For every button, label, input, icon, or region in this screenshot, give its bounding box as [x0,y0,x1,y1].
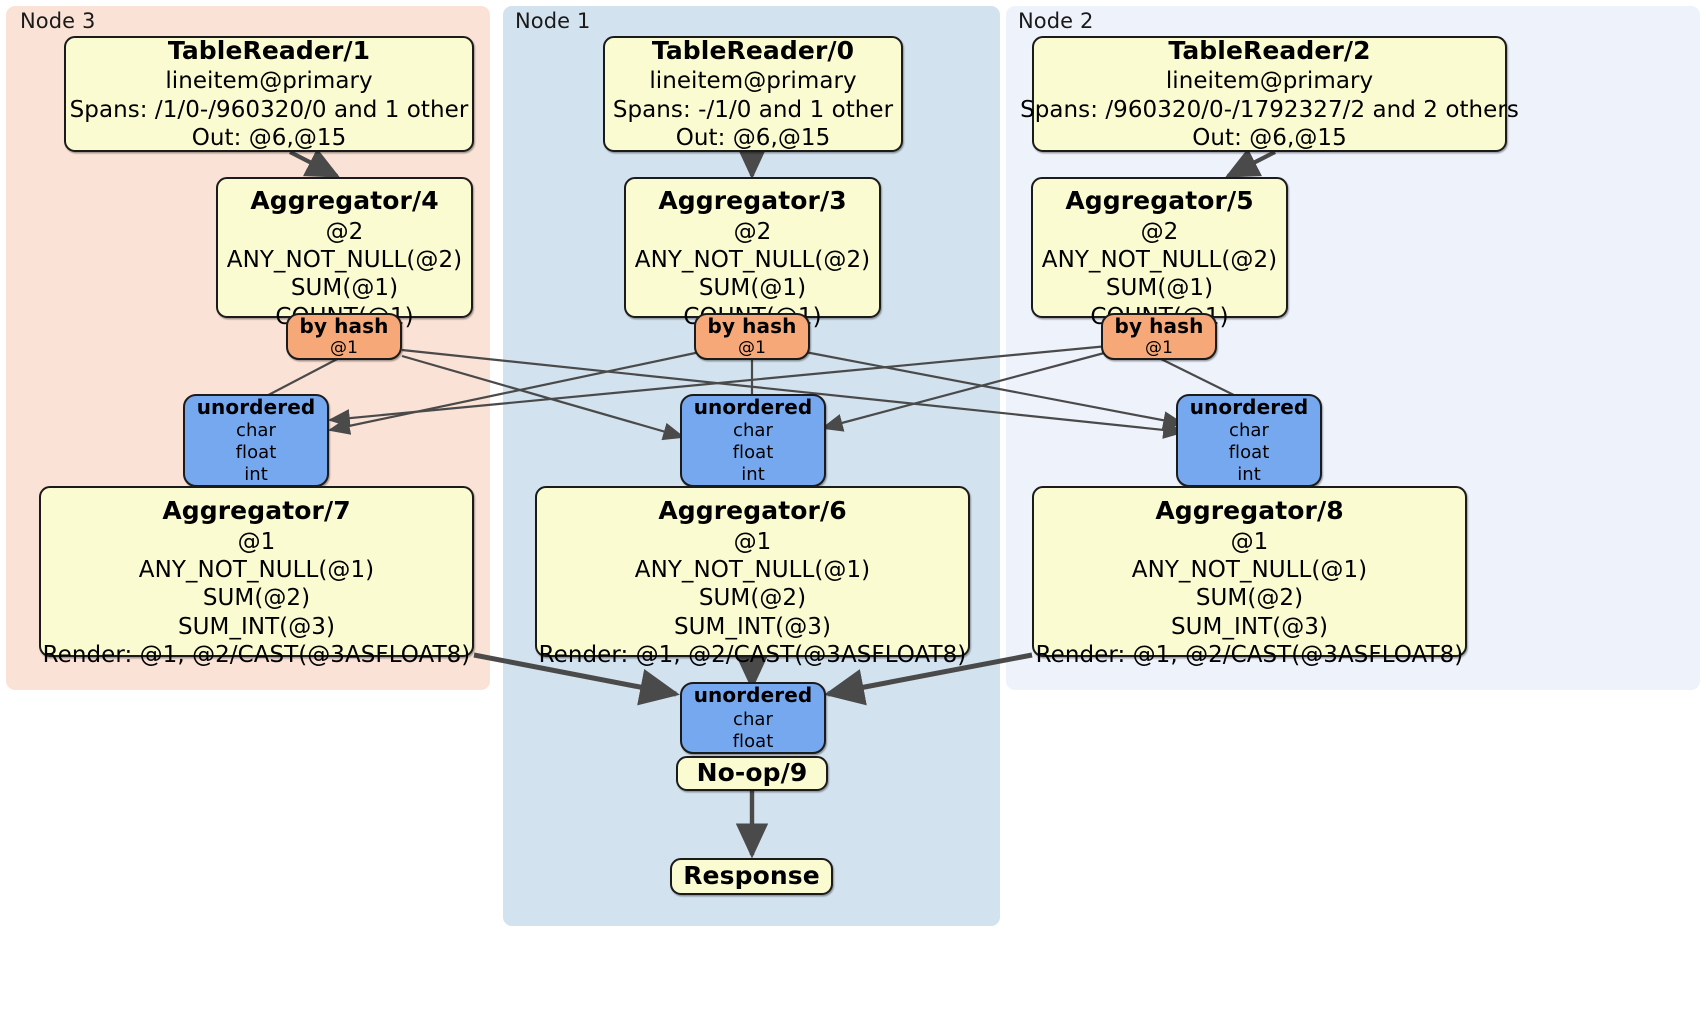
router-by-hash-left[interactable]: by hash @1 [286,313,402,360]
router-title: by hash [299,313,389,338]
router-title: unordered [693,683,813,708]
processor-line: @1 [1230,528,1269,555]
processor-title: Aggregator/8 [1155,496,1344,525]
processor-line: Render: @1, @2/CAST(@3ASFLOAT8) [42,641,471,668]
processor-title: TableReader/2 [1168,35,1371,65]
router-line: char [733,420,773,442]
router-title: by hash [707,313,797,338]
processor-line: Spans: /1/0-/960320/0 and 1 other [69,96,469,123]
processor-line: @1 [733,528,772,555]
processor-line: lineitem@primary [649,68,857,95]
processor-line: SUM(@2) [202,585,311,612]
router-line: float [732,442,774,464]
processor-line: ANY_NOT_NULL(@1) [1131,557,1368,584]
processor-line: SUM_INT(@3) [1171,613,1328,640]
processor-title: TableReader/1 [167,35,371,65]
processor-aggregator-8[interactable]: Aggregator/8 @1 ANY_NOT_NULL(@1) SUM(@2)… [1032,486,1467,668]
processor-line: ANY_NOT_NULL(@2) [634,247,871,274]
processor-title: No-op/9 [696,757,808,787]
processor-line: Spans: /960320/0-/1792327/2 and 2 others [1020,96,1519,123]
processor-line: SUM(@2) [1195,585,1304,612]
router-unordered-final[interactable]: unordered char float [680,682,826,754]
processor-line: Spans: -/1/0 and 1 other [612,96,894,123]
processor-line: @1 [237,528,276,555]
router-title: unordered [1189,394,1309,419]
processor-line: ANY_NOT_NULL(@1) [138,557,375,584]
panel-node-3-label: Node 3 [20,9,96,33]
processor-aggregator-7[interactable]: Aggregator/7 @1 ANY_NOT_NULL(@1) SUM(@2)… [39,486,474,668]
processor-line: lineitem@primary [165,68,373,95]
processor-aggregator-4[interactable]: Aggregator/4 @2 ANY_NOT_NULL(@2) SUM(@1)… [216,177,473,330]
router-unordered-center[interactable]: unordered char float int [680,394,826,487]
router-title: by hash [1114,313,1204,338]
processor-aggregator-3[interactable]: Aggregator/3 @2 ANY_NOT_NULL(@2) SUM(@1)… [624,177,881,330]
processor-line: SUM(@1) [698,275,807,302]
router-by-hash-center[interactable]: by hash @1 [694,313,810,360]
processor-line: ANY_NOT_NULL(@2) [1041,247,1278,274]
processor-line: SUM_INT(@3) [178,613,335,640]
processor-line: Out: @6,@15 [191,125,347,152]
processor-tablereader-1[interactable]: TableReader/1 lineitem@primary Spans: /1… [64,36,474,152]
processor-line: Out: @6,@15 [1192,125,1347,152]
processor-tablereader-2[interactable]: TableReader/2 lineitem@primary Spans: /9… [1020,35,1519,152]
router-line: int [741,464,765,486]
processor-line: Render: @1, @2/CAST(@3ASFLOAT8) [1035,641,1464,668]
processor-line: ANY_NOT_NULL(@2) [226,247,463,274]
processor-response[interactable]: Response [670,858,833,895]
processor-line: @2 [325,218,364,245]
router-line: float [235,442,277,464]
router-unordered-right[interactable]: unordered char float int [1176,394,1322,487]
processor-aggregator-5[interactable]: Aggregator/5 @2 ANY_NOT_NULL(@2) SUM(@1)… [1031,177,1288,330]
router-line: float [1228,442,1270,464]
processor-line: @2 [733,218,772,245]
processor-title: Aggregator/5 [1065,186,1254,215]
processor-title: Aggregator/3 [658,186,847,215]
router-title: unordered [693,394,813,419]
router-line: float [732,730,774,752]
router-unordered-left[interactable]: unordered char float int [183,394,329,487]
processor-title: Aggregator/6 [658,496,847,525]
processor-title: TableReader/0 [651,35,855,65]
processor-line: ANY_NOT_NULL(@1) [634,557,871,584]
router-line: char [733,708,773,730]
router-line: @1 [1145,338,1173,359]
processor-title: Aggregator/4 [250,186,439,215]
processor-line: SUM(@1) [1105,275,1214,302]
router-line: int [1237,464,1261,486]
processor-aggregator-6[interactable]: Aggregator/6 @1 ANY_NOT_NULL(@1) SUM(@2)… [535,486,970,668]
processor-title: Response [683,860,820,890]
router-by-hash-right[interactable]: by hash @1 [1101,313,1217,360]
router-line: int [244,464,268,486]
processor-tablereader-0[interactable]: TableReader/0 lineitem@primary Spans: -/… [603,36,903,152]
panel-node-2-label: Node 2 [1018,9,1094,33]
processor-line: SUM_INT(@3) [674,613,831,640]
router-title: unordered [196,394,316,419]
router-line: char [1229,420,1269,442]
processor-line: SUM(@1) [290,275,399,302]
processor-line: Out: @6,@15 [675,125,831,152]
router-line: char [236,420,276,442]
router-line: @1 [330,338,358,359]
processor-line: @2 [1140,218,1179,245]
processor-noop-9[interactable]: No-op/9 [676,756,828,791]
processor-title: Aggregator/7 [162,496,351,525]
panel-node-1-label: Node 1 [515,9,591,33]
processor-line: lineitem@primary [1165,68,1374,95]
router-line: @1 [738,338,766,359]
processor-line: Render: @1, @2/CAST(@3ASFLOAT8) [538,641,967,668]
processor-line: SUM(@2) [698,585,807,612]
